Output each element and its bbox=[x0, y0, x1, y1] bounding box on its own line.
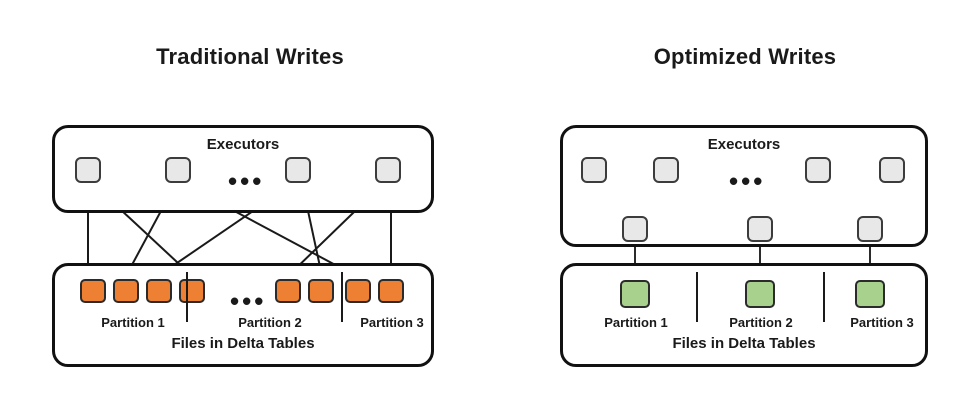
optimized-file-2[interactable] bbox=[745, 280, 775, 308]
traditional-file-8[interactable] bbox=[378, 279, 404, 303]
optimized-executor-2[interactable] bbox=[653, 157, 679, 183]
traditional-executor-2[interactable] bbox=[165, 157, 191, 183]
optimized-partition-1-label: Partition 1 bbox=[604, 315, 668, 330]
executors-label: Executors bbox=[707, 136, 781, 153]
traditional-partition-divider-2 bbox=[341, 272, 343, 322]
traditional-executor-1[interactable] bbox=[75, 157, 101, 183]
traditional-executors-ellipsis: ••• bbox=[228, 166, 265, 196]
optimized-partition-3-label: Partition 3 bbox=[850, 315, 914, 330]
traditional-file-6[interactable] bbox=[308, 279, 334, 303]
optimized-shuffle-3[interactable] bbox=[857, 216, 883, 242]
page-title-traditional: Traditional Writes bbox=[156, 44, 344, 69]
optimized-executors-ellipsis: ••• bbox=[729, 166, 766, 196]
files-in-delta-tables-label: Files in Delta Tables bbox=[672, 335, 816, 352]
optimized-executor-3[interactable] bbox=[805, 157, 831, 183]
traditional-executors-frame: Executors bbox=[52, 125, 434, 213]
optimized-partition-divider-2 bbox=[823, 272, 825, 322]
traditional-partition-3-label: Partition 3 bbox=[360, 315, 424, 330]
traditional-executor-3[interactable] bbox=[285, 157, 311, 183]
traditional-file-7[interactable] bbox=[345, 279, 371, 303]
optimized-partition-2-label: Partition 2 bbox=[729, 315, 793, 330]
optimized-file-3[interactable] bbox=[855, 280, 885, 308]
traditional-executor-4[interactable] bbox=[375, 157, 401, 183]
optimized-executor-1[interactable] bbox=[581, 157, 607, 183]
traditional-file-5[interactable] bbox=[275, 279, 301, 303]
traditional-file-2[interactable] bbox=[113, 279, 139, 303]
optimized-file-1[interactable] bbox=[620, 280, 650, 308]
optimized-shuffle-1[interactable] bbox=[622, 216, 648, 242]
executors-label: Executors bbox=[206, 136, 280, 153]
optimized-shuffle-2[interactable] bbox=[747, 216, 773, 242]
traditional-file-3[interactable] bbox=[146, 279, 172, 303]
traditional-files-ellipsis: ••• bbox=[230, 286, 267, 316]
page-title-optimized: Optimized Writes bbox=[653, 44, 837, 69]
traditional-partition-divider-1 bbox=[186, 272, 188, 322]
traditional-partition-1-label: Partition 1 bbox=[101, 315, 165, 330]
traditional-file-1[interactable] bbox=[80, 279, 106, 303]
traditional-file-4[interactable] bbox=[179, 279, 205, 303]
optimized-executor-4[interactable] bbox=[879, 157, 905, 183]
optimized-partition-divider-1 bbox=[696, 272, 698, 322]
files-in-delta-tables-label: Files in Delta Tables bbox=[171, 335, 315, 352]
traditional-partition-2-label: Partition 2 bbox=[238, 315, 302, 330]
